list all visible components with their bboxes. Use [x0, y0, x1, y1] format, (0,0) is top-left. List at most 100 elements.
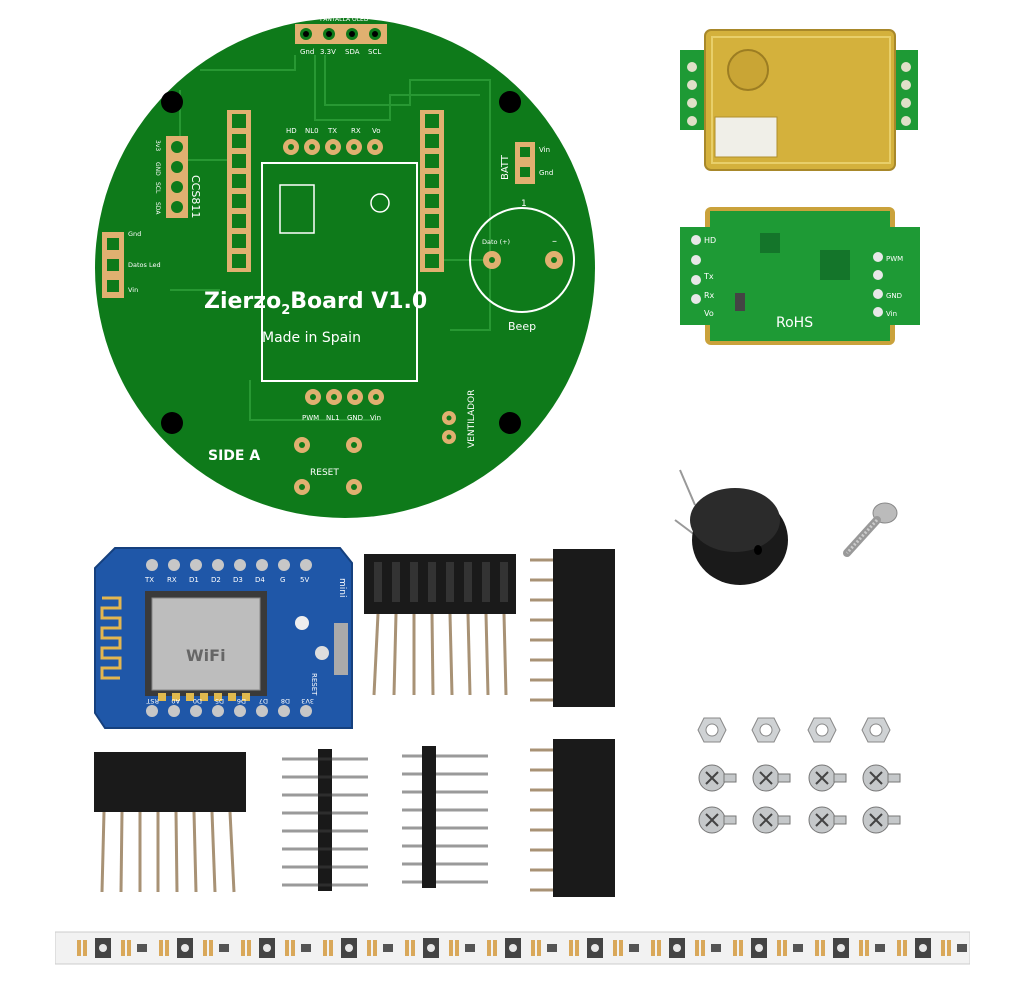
- bottom-pin-pwm: PWM: [302, 414, 319, 422]
- led-solder-pad: [569, 940, 573, 956]
- fan-connector: [442, 411, 456, 444]
- d1-reset-label: RESET: [310, 673, 318, 696]
- d1-top-d2: D2: [211, 576, 221, 584]
- back-pin-gnd: GND: [886, 292, 902, 300]
- led-lens: [263, 944, 271, 952]
- side-label: SIDE A: [208, 448, 260, 464]
- led-connector: [102, 232, 124, 298]
- led-lens: [919, 944, 927, 952]
- led-solder-pad: [455, 940, 459, 956]
- led-lens: [181, 944, 189, 952]
- d1-header-right: [420, 110, 444, 272]
- led-capacitor: [547, 944, 557, 952]
- oled-header-label: PANTALLA OLED: [320, 16, 369, 23]
- oled-pin-sda: SDA: [345, 48, 360, 56]
- led-solder-pad: [859, 940, 863, 956]
- led-lens: [591, 944, 599, 952]
- led-lens: [345, 944, 353, 952]
- led-pin-vin: Vin: [128, 286, 138, 294]
- co2-sensor-back: HD Tx Rx Vo PWM GND Vin RoHS: [680, 207, 920, 345]
- led-solder-pad: [821, 940, 825, 956]
- mount-hole: [161, 412, 183, 434]
- d1-top-d4: D4: [255, 576, 265, 584]
- co2-sensor-front: [680, 29, 918, 171]
- top-pin-vo: Vo: [372, 127, 381, 135]
- wifi-antenna: [100, 596, 122, 680]
- beep-label: Beep: [508, 320, 536, 333]
- led-solder-pad: [493, 940, 497, 956]
- led-solder-pad: [165, 940, 169, 956]
- back-pin-tx: Tx: [703, 272, 714, 281]
- sensor-hole-outline: [370, 193, 390, 213]
- back-pin-vin: Vin: [886, 310, 897, 318]
- ccs811-connector: [166, 136, 188, 218]
- led-solder-pad: [531, 940, 535, 956]
- ccs-pin-gnd: GND: [154, 162, 161, 176]
- d1-mini-label: mini: [337, 578, 347, 597]
- d1-top-d1: D1: [189, 576, 199, 584]
- ccs-pin-3v3: 3v3: [154, 140, 161, 151]
- oled-pin-scl: SCL: [368, 48, 381, 56]
- led-solder-pad: [487, 940, 491, 956]
- pcb-title: Zierzo2Board V1.0: [204, 289, 427, 318]
- led-solder-pad: [575, 940, 579, 956]
- led-lens: [99, 944, 107, 952]
- ccs-pin-sda: SDA: [154, 202, 161, 215]
- led-solder-pad: [613, 940, 617, 956]
- led-lens: [837, 944, 845, 952]
- led-solder-pad: [291, 940, 295, 956]
- led-solder-pad: [77, 940, 81, 956]
- sensor-window: [279, 184, 315, 234]
- screw-row: [698, 764, 901, 834]
- bottom-pin-vin: Vin: [370, 414, 381, 422]
- led-capacitor: [219, 944, 229, 952]
- gold-sensor-slot: [714, 116, 778, 158]
- led-solder-pad: [449, 940, 453, 956]
- mount-hole: [499, 91, 521, 113]
- led-solder-pad: [947, 940, 951, 956]
- oled-pin-3v3: 3.3V: [320, 48, 336, 56]
- led-solder-pad: [777, 940, 781, 956]
- led-capacitor: [957, 944, 967, 952]
- led-solder-pad: [783, 940, 787, 956]
- rohs-label: RoHS: [776, 315, 813, 331]
- buzzer: [674, 469, 788, 585]
- back-pin-vo: Vo: [704, 309, 714, 318]
- led-solder-pad: [241, 940, 245, 956]
- led-lens: [755, 944, 763, 952]
- beep-number: 1: [521, 199, 527, 209]
- d1-top-tx: TX: [144, 576, 154, 584]
- nuts-and-screws: [697, 717, 901, 834]
- led-solder-pad: [323, 940, 327, 956]
- female-header-vertical-bottom: [530, 739, 615, 897]
- d1-top-5v: 5V: [300, 576, 309, 584]
- led-solder-pad: [127, 940, 131, 956]
- d1-bot-d0: D0: [193, 697, 202, 705]
- led-solder-pad: [209, 940, 213, 956]
- ccs-pin-scl: SCL: [154, 182, 161, 194]
- batt-connector: [515, 142, 535, 184]
- led-capacitor: [137, 944, 147, 952]
- led-solder-pad: [329, 940, 333, 956]
- led-solder-pad: [83, 940, 87, 956]
- male-header-1: [282, 749, 368, 891]
- d1-bot-d5: D5: [215, 697, 224, 705]
- ccs811-label: CCS811: [189, 175, 202, 218]
- led-solder-pad: [159, 940, 163, 956]
- led-capacitor: [629, 944, 639, 952]
- fan-label: VENTILADOR: [467, 390, 477, 448]
- batt-label: BATT: [500, 154, 511, 180]
- led-solder-pad: [285, 940, 289, 956]
- d1-bot-d6: D6: [237, 697, 246, 705]
- reset-label: RESET: [310, 468, 339, 478]
- top-pin-hd: HD: [286, 127, 297, 135]
- led-solder-pad: [367, 940, 371, 956]
- d1-bot-a0: A0: [171, 697, 180, 705]
- top-pin-nl0: NL0: [305, 127, 319, 135]
- d1-bot-3v3: 3V3: [301, 697, 314, 705]
- female-header-top: [364, 554, 516, 696]
- led-pin-gnd: Gnd: [128, 230, 141, 238]
- led-solder-pad: [203, 940, 207, 956]
- led-capacitor: [465, 944, 475, 952]
- led-solder-pad: [733, 940, 737, 956]
